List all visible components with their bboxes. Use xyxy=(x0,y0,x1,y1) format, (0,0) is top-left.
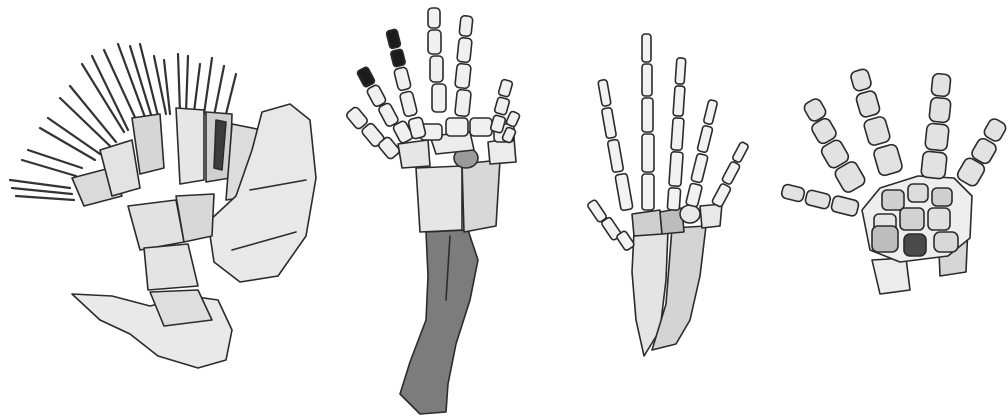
digit-4 xyxy=(428,8,446,112)
digit-3 xyxy=(642,34,654,210)
digit-5 xyxy=(955,117,1007,188)
digit-6 xyxy=(711,141,749,207)
digit-3 xyxy=(850,68,904,177)
digit-5 xyxy=(686,99,718,207)
humerus-bone xyxy=(400,230,478,414)
fish-fin-skeleton xyxy=(10,44,316,368)
digit-2 xyxy=(598,79,633,210)
reptile-limb-skeleton xyxy=(781,68,1008,294)
digit-2 xyxy=(802,97,867,194)
early-tetrapod-limb-skeleton xyxy=(345,8,520,414)
digit-5 xyxy=(455,15,473,116)
digit-4 xyxy=(667,58,686,211)
digit-4 xyxy=(921,73,951,179)
amphibian-limb-skeleton xyxy=(587,34,749,356)
